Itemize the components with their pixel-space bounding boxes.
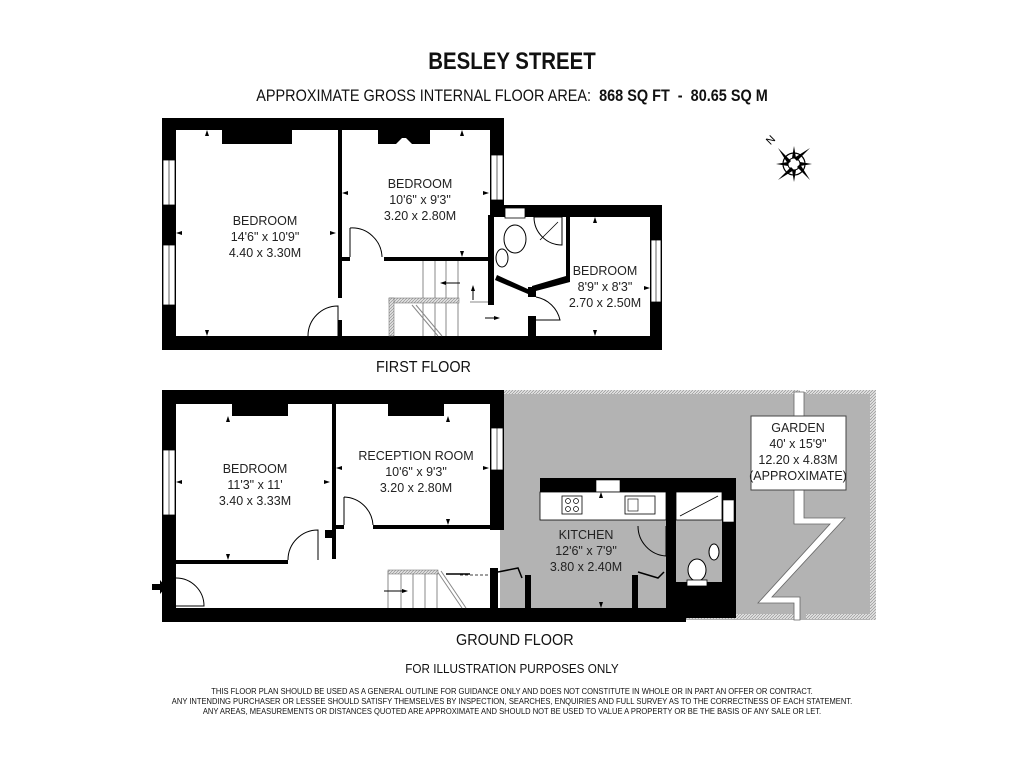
area-separator: - xyxy=(677,86,683,105)
ff-bedroom1-imperial: 14'6" x 10'9" xyxy=(231,230,300,244)
first-floor-plan: BEDROOM 14'6" x 10'9" 4.40 x 3.30M BEDRO… xyxy=(162,118,662,350)
garden-imperial: 40' x 15'9" xyxy=(769,437,826,451)
floor-area-summary: APPROXIMATE GROSS INTERNAL FLOOR AREA: 8… xyxy=(77,86,947,106)
gf-bedroom-imperial: 11'3" x 11' xyxy=(227,478,282,492)
ground-floor-label: GROUND FLOOR xyxy=(456,632,574,649)
gf-kitchen-name: KITCHEN xyxy=(559,528,614,542)
ff-bedroom3-imperial: 8'9" x 8'3" xyxy=(578,280,633,294)
disclaimer-line: ANY INTENDING PURCHASER OR LESSEE SHOULD… xyxy=(171,696,853,706)
garden-note: (APPROXIMATE) xyxy=(749,469,847,483)
ground-floor-plan: BEDROOM 11'3" x 11' 3.40 x 3.33M RECEPTI… xyxy=(152,390,876,622)
ff-bedroom2-imperial: 10'6" x 9'3" xyxy=(389,193,451,207)
area-sqft: 868 SQ FT xyxy=(599,86,670,105)
garden-name: GARDEN xyxy=(771,421,824,435)
gf-reception-metric: 3.20 x 2.80M xyxy=(380,481,452,495)
ff-bedroom3-metric: 2.70 x 2.50M xyxy=(569,296,641,310)
compass-rose-icon: N xyxy=(764,133,812,182)
disclaimer: THIS FLOOR PLAN SHOULD BE USED AS A GENE… xyxy=(61,686,962,716)
ff-bedroom2-name: BEDROOM xyxy=(388,177,453,191)
gf-bedroom-name: BEDROOM xyxy=(223,462,288,476)
illustration-note: FOR ILLUSTRATION PURPOSES ONLY xyxy=(405,661,619,676)
ff-bedroom1-metric: 4.40 x 3.30M xyxy=(229,246,301,260)
disclaimer-line: THIS FLOOR PLAN SHOULD BE USED AS A GENE… xyxy=(211,686,813,696)
gf-reception-imperial: 10'6" x 9'3" xyxy=(385,465,447,479)
compass-north-label: N xyxy=(764,133,778,147)
gf-kitchen-metric: 3.80 x 2.40M xyxy=(550,560,622,574)
gf-reception-name: RECEPTION ROOM xyxy=(358,449,473,463)
disclaimer-line: ANY AREAS, MEASUREMENTS OR DISTANCES QUO… xyxy=(202,706,822,716)
gf-kitchen-imperial: 12'6" x 7'9" xyxy=(555,544,617,558)
ff-bedroom3-name: BEDROOM xyxy=(573,264,638,278)
plan-title: BESLEY STREET xyxy=(428,48,596,75)
first-floor-label: FIRST FLOOR xyxy=(376,359,471,376)
area-sqm: 80.65 SQ M xyxy=(690,86,768,105)
area-label: APPROXIMATE GROSS INTERNAL FLOOR AREA: xyxy=(256,86,592,105)
ff-bedroom2-metric: 3.20 x 2.80M xyxy=(384,209,456,223)
garden-metric: 12.20 x 4.83M xyxy=(758,453,837,467)
ff-bedroom1-name: BEDROOM xyxy=(233,214,298,228)
gf-bedroom-metric: 3.40 x 3.33M xyxy=(219,494,291,508)
